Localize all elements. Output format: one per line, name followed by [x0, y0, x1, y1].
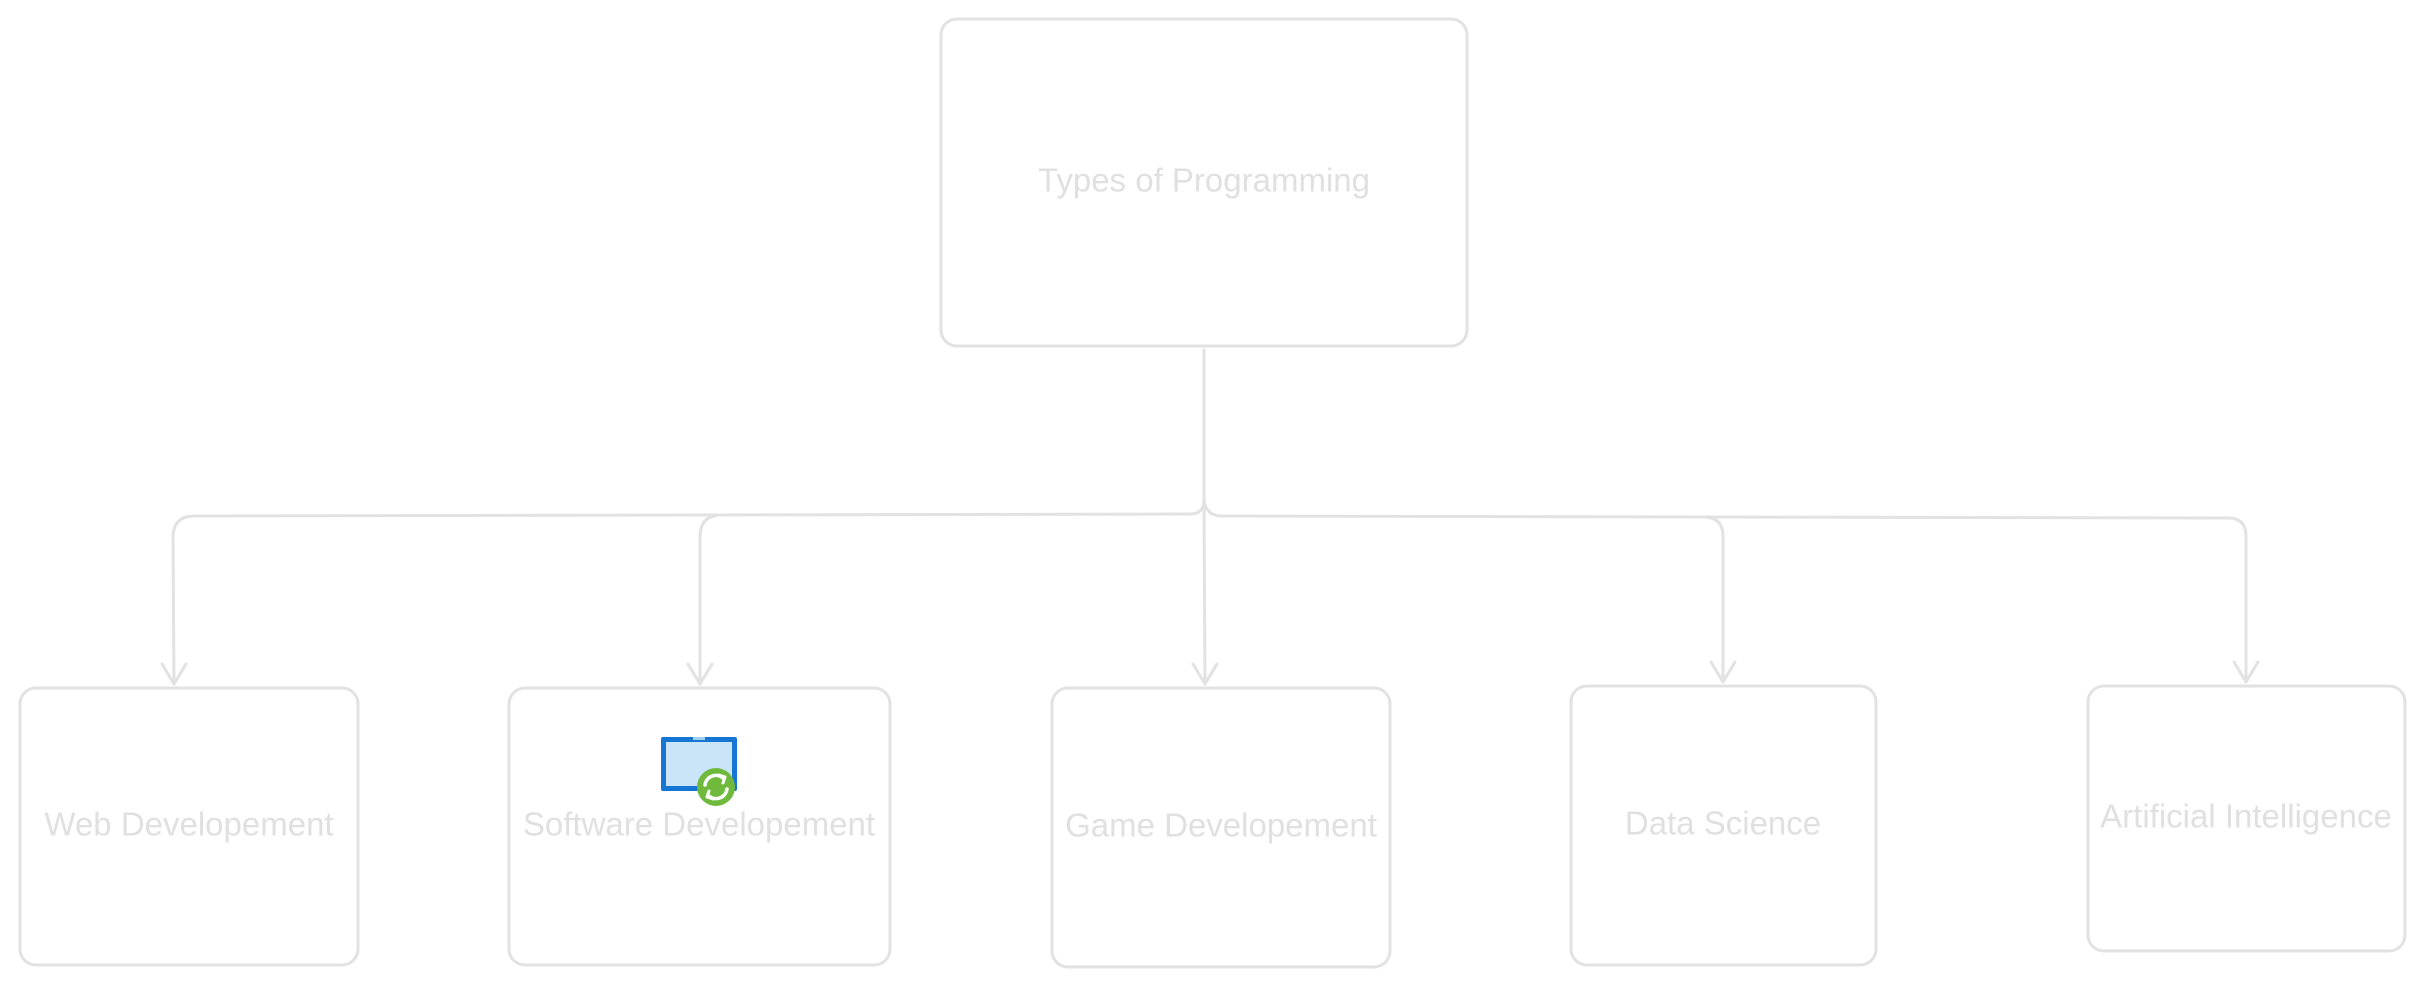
node-artificial-intelligence-box: [2086, 684, 2407, 953]
node-data-science[interactable]: Data Science: [1569, 684, 1878, 967]
connector-bus-left: [171, 512, 1192, 539]
node-software-development-label: Software Developement: [523, 806, 875, 843]
root-node[interactable]: Types of Programming: [939, 17, 1469, 348]
node-data-science-label: Data Science: [1625, 805, 1821, 842]
node-web-development[interactable]: Web Developement: [18, 686, 360, 967]
node-software-development[interactable]: Software Developement: [507, 686, 892, 967]
arrowhead-game: [1191, 662, 1219, 686]
connector-trunk: [1188, 348, 1206, 516]
arrowhead-software: [686, 662, 714, 686]
arrowhead-ai: [2232, 660, 2260, 684]
connector-web: [171, 535, 176, 686]
arrowhead-data-science: [1709, 660, 1737, 684]
root-node-label: Types of Programming: [1038, 162, 1370, 199]
node-artificial-intelligence[interactable]: Artificial Intelligence: [2086, 684, 2407, 953]
connector-data-science: [1703, 515, 1725, 684]
root-node-box: [939, 17, 1469, 348]
node-game-development-label: Game Developement: [1065, 807, 1377, 844]
node-software-development-box: [507, 686, 892, 967]
node-data-science-box: [1569, 684, 1878, 967]
connectors: [160, 348, 2260, 686]
node-web-development-label: Web Developement: [44, 806, 333, 843]
monitor-sync-icon: [661, 737, 737, 806]
connector-software: [698, 514, 717, 686]
node-web-development-box: [18, 686, 360, 967]
node-game-development[interactable]: Game Developement: [1050, 686, 1392, 969]
node-artificial-intelligence-label: Artificial Intelligence: [2100, 798, 2392, 835]
connector-game: [1202, 498, 1207, 686]
connector-bus-right: [1202, 498, 2248, 538]
arrowhead-web: [160, 662, 188, 686]
node-game-development-box: [1050, 686, 1392, 969]
